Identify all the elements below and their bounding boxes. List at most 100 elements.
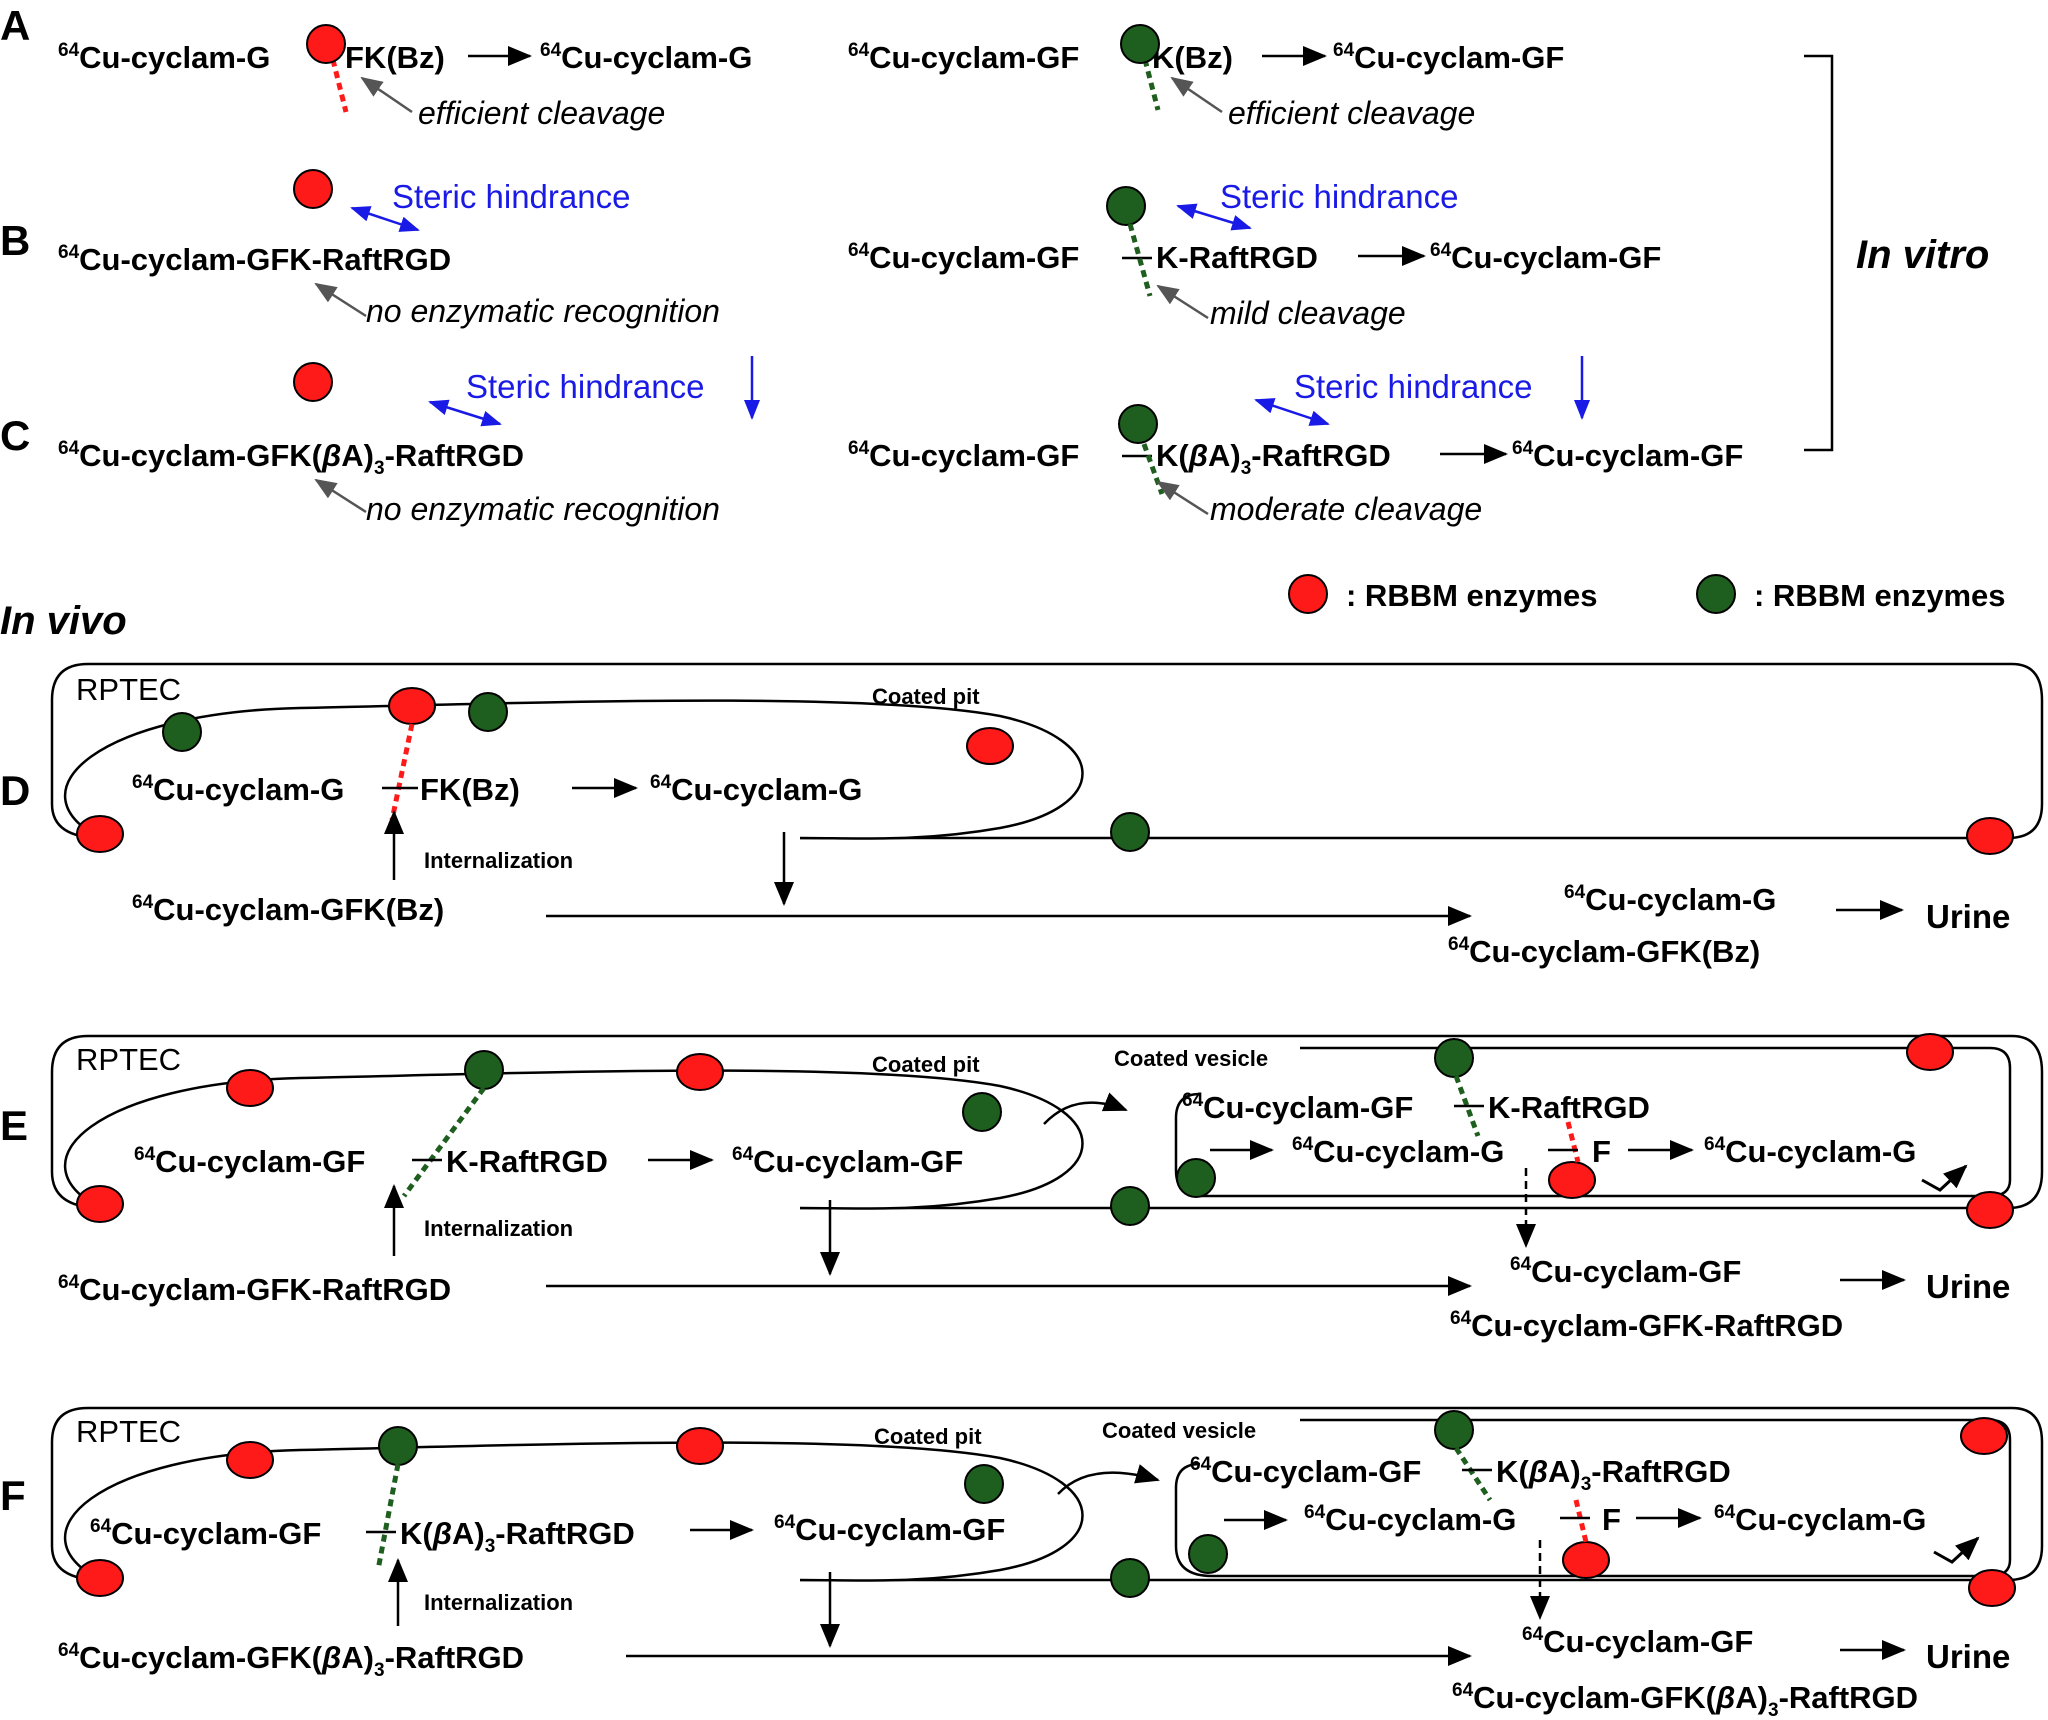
enzyme-red — [226, 1441, 274, 1479]
urine-label: Urine — [1926, 898, 2010, 935]
compound-label: K-RaftRGD — [446, 1144, 608, 1179]
panel-label-a: A — [0, 2, 30, 49]
enzyme-red — [293, 169, 333, 209]
compound-label: 64Cu-cyclam-G — [1714, 1502, 1926, 1537]
rptec-label: RPTEC — [76, 1042, 181, 1077]
cleavage-site-line — [401, 1086, 487, 1198]
row-c-right: Steric hindrance 64Cu-cyclam-GF K(βA)3-R… — [848, 356, 1743, 527]
compound-label: 64Cu-cyclam-GF — [774, 1512, 1005, 1547]
row-b-left: Steric hindrance 64Cu-cyclam-GFK-RaftRGD… — [58, 169, 720, 329]
compound-label: 64Cu-cyclam-GFK(Bz) — [132, 892, 444, 927]
enzyme-red — [1548, 1161, 1596, 1199]
annotation-text: no enzymatic recognition — [366, 491, 720, 527]
product-label: 64Cu-cyclam-GFK(Bz) — [1448, 934, 1760, 969]
legend: : RBBM enzymes : RBBM enzymes — [1288, 574, 2006, 614]
enzyme-red — [1966, 1191, 2014, 1229]
enzyme-red — [76, 815, 124, 853]
enzyme-green — [162, 712, 202, 752]
enzyme-red — [1960, 1417, 2008, 1455]
internalization-label: Internalization — [424, 1590, 573, 1615]
compound-label: 64Cu-cyclam-G — [1292, 1134, 1504, 1169]
coated-pit-invagination — [64, 1069, 1084, 1210]
product-label: 64Cu-cyclam-GFK(βA)3-RaftRGD — [1452, 1680, 1918, 1720]
enzyme-green — [964, 1464, 1004, 1504]
compound-label: 64Cu-cyclam-GF — [1182, 1090, 1413, 1125]
cleavage-site-line — [1573, 1499, 1589, 1543]
enzyme-green — [1110, 812, 1150, 852]
legend-green-label: : RBBM enzymes — [1754, 578, 2006, 613]
compound-label: K-RaftRGD — [1156, 240, 1318, 275]
enzyme-green — [1110, 1186, 1150, 1226]
annotation-text: moderate cleavage — [1210, 491, 1482, 527]
cleavage-site-line — [1127, 223, 1153, 297]
compound-label: 64Cu-cyclam-GF — [1333, 40, 1564, 75]
steric-arrow — [428, 399, 502, 427]
row-a-right: 64Cu-cyclam-GF K(Bz) 64Cu-cyclam-GF effi… — [848, 24, 1564, 131]
cleavage-site-line — [389, 723, 415, 821]
enzyme-red — [388, 687, 436, 725]
compound-label: 64Cu-cyclam-G — [58, 40, 270, 75]
enzyme-red — [676, 1053, 724, 1091]
annotation-text: mild cleavage — [1210, 295, 1406, 331]
recycle-arrow — [1933, 1536, 1980, 1564]
coated-pit-invagination — [64, 1441, 1084, 1582]
enzyme-red — [306, 24, 346, 64]
compound-label: FK(Bz) — [345, 40, 445, 75]
steric-label: Steric hindrance — [392, 178, 630, 215]
compound-label: 64Cu-cyclam-GFK(βA)3-RaftRGD — [58, 438, 524, 479]
annotation-arrow — [1170, 76, 1223, 114]
compound-label: K-RaftRGD — [1488, 1090, 1650, 1125]
product-label: 64Cu-cyclam-GF — [1522, 1624, 1753, 1659]
compound-label: K(βA)3-RaftRGD — [400, 1516, 635, 1557]
enzyme-green — [1434, 1038, 1474, 1078]
compound-label: 64Cu-cyclam-G — [132, 772, 344, 807]
enzyme-red — [1562, 1541, 1610, 1579]
compound-label: K(βA)3-RaftRGD — [1156, 438, 1391, 479]
annotation-arrow — [1156, 284, 1209, 320]
coated-vesicle-label: Coated vesicle — [1114, 1046, 1268, 1071]
enzyme-green — [378, 1426, 418, 1466]
row-b-right: Steric hindrance 64Cu-cyclam-GF K-RaftRG… — [848, 178, 1661, 331]
annotation-text: efficient cleavage — [418, 95, 665, 131]
compound-label: 64Cu-cyclam-G — [1304, 1502, 1516, 1537]
annotation-arrow — [314, 282, 367, 318]
enzyme-green — [1176, 1158, 1216, 1198]
legend-red-swatch — [1288, 574, 1328, 614]
product-label: 64Cu-cyclam-G — [1564, 882, 1776, 917]
panel-f: RPTEC Coated pit Coated vesicle 64Cu-cyc… — [50, 1406, 2044, 1720]
urine-label: Urine — [1926, 1638, 2010, 1675]
panel-label-c: C — [0, 412, 30, 459]
compound-label: 64Cu-cyclam-GF — [134, 1144, 365, 1179]
enzyme-green — [1118, 404, 1158, 444]
enzyme-green — [1106, 186, 1146, 226]
vesicle-transfer-arrow — [1043, 1092, 1128, 1125]
cleavage-site-line — [1141, 443, 1165, 495]
product-label: 64Cu-cyclam-GF — [1510, 1254, 1741, 1289]
in-vitro-bracket — [1804, 54, 1834, 452]
compound-label: 64Cu-cyclam-GF — [848, 438, 1079, 473]
enzyme-green — [1120, 24, 1160, 64]
cleavage-site-line — [327, 47, 349, 113]
vesicle-transfer-arrow — [1057, 1464, 1160, 1495]
annotation-arrow — [360, 76, 413, 114]
coated-pit-invagination — [64, 699, 1084, 840]
rptec-cell-outline — [50, 1034, 2044, 1210]
panel-label-d: D — [0, 767, 30, 814]
coated-pit-label: Coated pit — [874, 1424, 982, 1449]
compound-label: 64Cu-cyclam-GF — [1190, 1454, 1421, 1489]
in-vitro-label: In vitro — [1856, 233, 1989, 277]
internalization-label: Internalization — [424, 848, 573, 873]
rptec-label: RPTEC — [76, 1414, 181, 1449]
coated-pit-label: Coated pit — [872, 1052, 980, 1077]
steric-arrow — [1254, 398, 1330, 426]
compound-label: 64Cu-cyclam-GFK(βA)3-RaftRGD — [58, 1640, 524, 1681]
compound-label: K(βA)3-RaftRGD — [1496, 1454, 1731, 1495]
panel-e: RPTEC Coated pit Coated vesicle 64Cu-cyc… — [50, 1033, 2044, 1343]
membrane-gap — [100, 1206, 800, 1212]
internalization-label: Internalization — [424, 1216, 573, 1241]
enzyme-red — [966, 727, 1014, 765]
legend-green-swatch — [1696, 574, 1736, 614]
panel-label-b: B — [0, 217, 30, 264]
compound-label: 64Cu-cyclam-G — [540, 40, 752, 75]
